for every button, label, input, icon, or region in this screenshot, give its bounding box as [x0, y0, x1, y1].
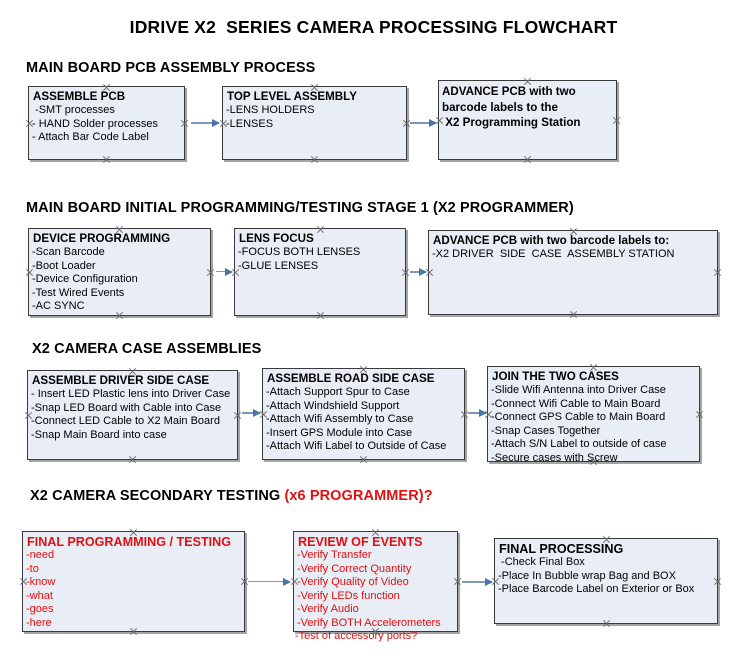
- box-line: -Verify Transfer: [297, 549, 372, 561]
- box-line: -Verify Audio: [297, 603, 359, 616]
- box-line: -Boot Loader: [32, 259, 96, 272]
- box-line: -to: [26, 562, 39, 575]
- flow-box-top-level-assembly[interactable]: TOP LEVEL ASSEMBLY -LENS HOLDERS -LENSES: [222, 86, 407, 160]
- flow-box-review-of-events[interactable]: REVIEW OF EVENTS -Verify Transfer -Verif…: [293, 531, 458, 632]
- connector-handle-bottom[interactable]: [569, 310, 578, 319]
- flow-box-final-processing[interactable]: FINAL PROCESSING -Check Final Box -Place…: [494, 538, 718, 624]
- flow-box-lens-focus[interactable]: LENS FOCUS -FOCUS BOTH LENSES -GLUE LENS…: [234, 228, 406, 316]
- section-heading-4-black: X2 CAMERA SECONDARY TESTING: [30, 488, 285, 504]
- page-title: IDRIVE X2 SERIES CAMERA PROCESSING FLOWC…: [129, 17, 618, 37]
- section-heading-2: MAIN BOARD INITIAL PROGRAMMING/TESTING S…: [26, 200, 574, 216]
- flow-box-device-programming[interactable]: DEVICE PROGRAMMING -Scan Barcode -Boot L…: [28, 228, 211, 316]
- box-line: -SMT processes: [32, 104, 115, 116]
- connector-handle-bottom[interactable]: [102, 155, 111, 164]
- box-title: TOP LEVEL ASSEMBLY: [227, 90, 357, 103]
- box-line: -goes: [26, 603, 54, 616]
- box-line: -Secure cases with Screw: [491, 451, 618, 464]
- box-line: -Attach S/N Label to outside of case: [491, 438, 667, 451]
- box-title: ASSEMBLE ROAD SIDE CASE: [267, 372, 435, 385]
- box-title: ADVANCE PCB with two barcode labels to:: [433, 234, 670, 247]
- box-line: -Test Wired Events: [32, 286, 125, 299]
- box-title: FINAL PROGRAMMING / TESTING: [27, 535, 232, 549]
- box-title: JOIN THE TWO CASES: [492, 370, 619, 383]
- box-title: REVIEW OF EVENTS: [298, 535, 423, 549]
- box-line: X2 Programming Station: [442, 116, 581, 129]
- flow-box-assemble-driver-side-case[interactable]: ASSEMBLE DRIVER SIDE CASE - Insert LED P…: [27, 370, 238, 460]
- section-heading-4-red: (x6 PROGRAMMER)?: [284, 488, 433, 504]
- arrow-pcb-to-toplevel: [191, 118, 220, 127]
- arrow-roadside-to-join: [468, 408, 487, 417]
- box-line: -Verify Correct Quantity: [297, 562, 412, 575]
- box-line: -know: [26, 576, 56, 589]
- box-line: -Check Final Box: [498, 556, 585, 568]
- arrow-toplevel-to-advance: [410, 118, 437, 127]
- box-title: ADVANCE PCB with two: [442, 85, 576, 98]
- connector-handle-bottom[interactable]: [523, 155, 532, 164]
- box-line: -Snap LED Board with Cable into Case: [31, 401, 222, 414]
- arrow-device-to-lensfocus: [216, 267, 233, 276]
- box-line: -Place Barcode Label on Exterior or Box: [498, 583, 695, 596]
- connector-handle-bottom[interactable]: [602, 619, 611, 628]
- box-line: -need: [26, 549, 55, 561]
- box-line: -Attach Support Spur to Case: [266, 386, 410, 398]
- box-line-overflow: -Test of accessory ports?: [295, 630, 418, 642]
- box-line: -Verify BOTH Accelerometers: [297, 616, 441, 629]
- box-line: -here: [26, 616, 52, 629]
- flow-box-join-the-two-cases[interactable]: JOIN THE TWO CASES -Slide Wifi Antenna i…: [487, 366, 700, 464]
- arrow-driver-to-roadside: [242, 408, 261, 417]
- connector-handle-bottom[interactable]: [128, 455, 137, 464]
- box-line: -Connect LED Cable to X2 Main Board: [31, 415, 220, 428]
- box-line: -LENS HOLDERS: [226, 104, 315, 116]
- box-line: -LENSES: [226, 117, 274, 130]
- flow-box-final-programming-testing[interactable]: FINAL PROGRAMMING / TESTING -need -to -k…: [22, 531, 245, 632]
- flow-box-assemble-road-side-case[interactable]: ASSEMBLE ROAD SIDE CASE -Attach Support …: [262, 368, 465, 460]
- box-title: FINAL PROCESSING: [499, 542, 624, 556]
- box-line: -AC SYNC: [32, 300, 85, 313]
- box-line: -Connect Wifi Cable to Main Board: [491, 397, 661, 410]
- flow-box-advance-pcb-programming-station[interactable]: ADVANCE PCB with two barcode labels to t…: [438, 80, 617, 160]
- box-title: LENS FOCUS: [239, 232, 314, 245]
- box-line: -X2 DRIVER SIDE CASE ASSEMBLY STATION: [432, 248, 675, 260]
- arrow-finalprog-to-review: [248, 577, 291, 586]
- box-line: - HAND Solder processes: [32, 117, 158, 130]
- section-heading-3: X2 CAMERA CASE ASSEMBLIES: [32, 341, 262, 357]
- box-line: -FOCUS BOTH LENSES: [238, 246, 361, 258]
- box-line: - Attach Bar Code Label: [32, 131, 149, 144]
- connector-handle-bottom[interactable]: [310, 155, 319, 164]
- box-line: -Attach Wifi Assembly to Case: [266, 413, 414, 426]
- box-line: -Device Configuration: [32, 273, 138, 286]
- connector-handle-bottom[interactable]: [359, 455, 368, 464]
- box-line: -Attach Windshield Support: [266, 399, 400, 412]
- box-title: ASSEMBLE DRIVER SIDE CASE: [32, 374, 210, 387]
- connector-handle-bottom[interactable]: [316, 311, 325, 320]
- box-line: -Insert GPS Module into Case: [266, 426, 413, 439]
- box-line: barcode labels to the: [442, 100, 558, 114]
- box-line: -Scan Barcode: [32, 246, 105, 258]
- box-line: -Verify Quality of Video: [297, 576, 409, 589]
- flow-box-advance-pcb-case-station[interactable]: ADVANCE PCB with two barcode labels to: …: [428, 230, 718, 315]
- box-line: -GLUE LENSES: [238, 259, 319, 272]
- arrow-review-to-finalprocessing: [462, 577, 493, 586]
- box-line: -Snap Main Board into case: [31, 428, 167, 441]
- box-line: -Connect GPS Cable to Main Board: [491, 411, 666, 424]
- box-line: -Place In Bubble wrap Bag and BOX: [498, 569, 676, 582]
- box-title: DEVICE PROGRAMMING: [33, 232, 171, 245]
- box-line: - Insert LED Plastic lens into Driver Ca…: [31, 388, 231, 400]
- box-line: -Verify LEDs function: [297, 589, 400, 602]
- connector-handle-right[interactable]: [713, 268, 722, 277]
- arrow-lensfocus-to-advance: [410, 267, 427, 276]
- section-heading-4: X2 CAMERA SECONDARY TESTING (x6 PROGRAMM…: [30, 488, 433, 504]
- flow-box-assemble-pcb[interactable]: ASSEMBLE PCB -SMT processes - HAND Solde…: [28, 86, 185, 160]
- box-line: -Slide Wifi Antenna into Driver Case: [491, 384, 666, 396]
- box-title: ASSEMBLE PCB: [33, 90, 126, 103]
- section-heading-1: MAIN BOARD PCB ASSEMBLY PROCESS: [26, 60, 316, 76]
- box-line: -Attach Wifi Label to Outside of Case: [266, 440, 447, 453]
- box-line: -what: [26, 589, 53, 602]
- box-line: -Snap Cases Together: [491, 424, 601, 437]
